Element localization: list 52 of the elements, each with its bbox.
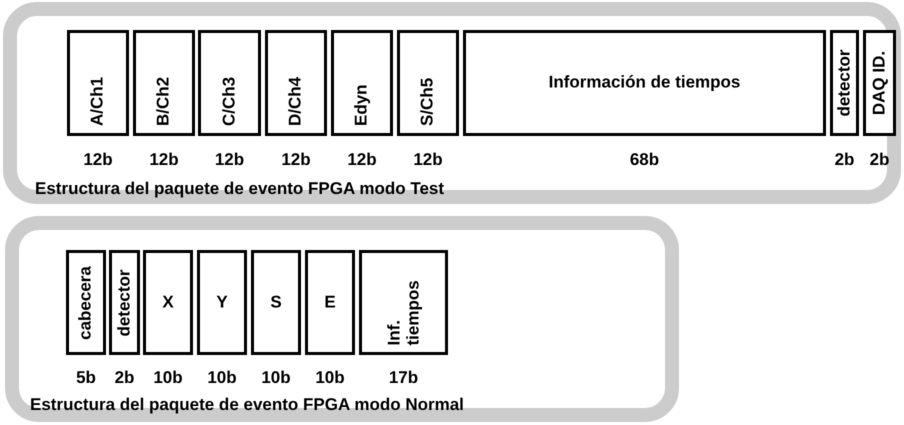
bit-field-box [359,250,448,355]
bit-field-box [251,250,301,355]
bit-field-box [305,250,355,355]
bit-width-label: 12b [413,150,443,170]
bit-field-box [397,30,459,136]
bit-field-box [830,30,859,136]
bit-width-label: 12b [83,150,113,170]
field-label: Información de tiempos [548,74,740,92]
field-label: DAQ ID. [870,50,889,116]
panel-caption: Estructura del paquete de evento FPGA modo Normal [30,395,464,415]
bit-width-label: 12b [149,150,179,170]
bit-field-box [463,30,826,136]
bit-width-label: 12b [281,150,311,170]
bit-field-box [133,30,195,136]
field-label: B/Ch2 [154,76,174,126]
field-label: Inf. tiempos [384,278,422,345]
packet-panel [3,2,901,204]
bit-width-label: 2b [870,150,890,170]
field-label: S/Ch5 [418,76,438,126]
bit-field-box [67,30,129,136]
bit-width-label: 68b [630,150,660,170]
panel-caption: Estructura del paquete de evento FPGA modo Test [35,179,444,199]
bit-width-label: 17b [388,368,418,388]
bit-width-label: 12b [347,150,377,170]
bit-width-label: 10b [207,368,237,388]
bit-field-box [198,30,261,136]
bit-field-box [265,30,327,136]
bit-field-box [109,250,140,355]
field-label: A/Ch1 [88,76,108,126]
bit-field-box [66,250,106,355]
bit-field-box [197,250,247,355]
field-label: C/Ch3 [220,76,239,126]
bit-field-box [331,30,393,136]
field-label: detector [115,268,134,336]
bit-width-label: 12b [214,150,244,170]
field-label: E [324,293,336,312]
field-label: S [270,293,282,312]
bit-width-label: 2b [834,150,854,170]
bit-width-label: 5b [76,368,96,388]
field-label: Edyn [352,83,372,126]
bit-width-label: 10b [153,368,183,388]
bit-field-box [863,30,896,136]
bit-field-box [143,250,193,355]
field-label: detector [835,49,854,117]
bit-width-label: 10b [315,368,345,388]
field-label: cabecera [76,266,96,340]
field-label: D/Ch4 [286,76,306,126]
bit-width-label: 2b [114,368,134,388]
bit-width-label: 10b [261,368,291,388]
field-label: Y [216,293,228,312]
field-label: X [162,293,174,312]
packet-panel [5,216,679,422]
